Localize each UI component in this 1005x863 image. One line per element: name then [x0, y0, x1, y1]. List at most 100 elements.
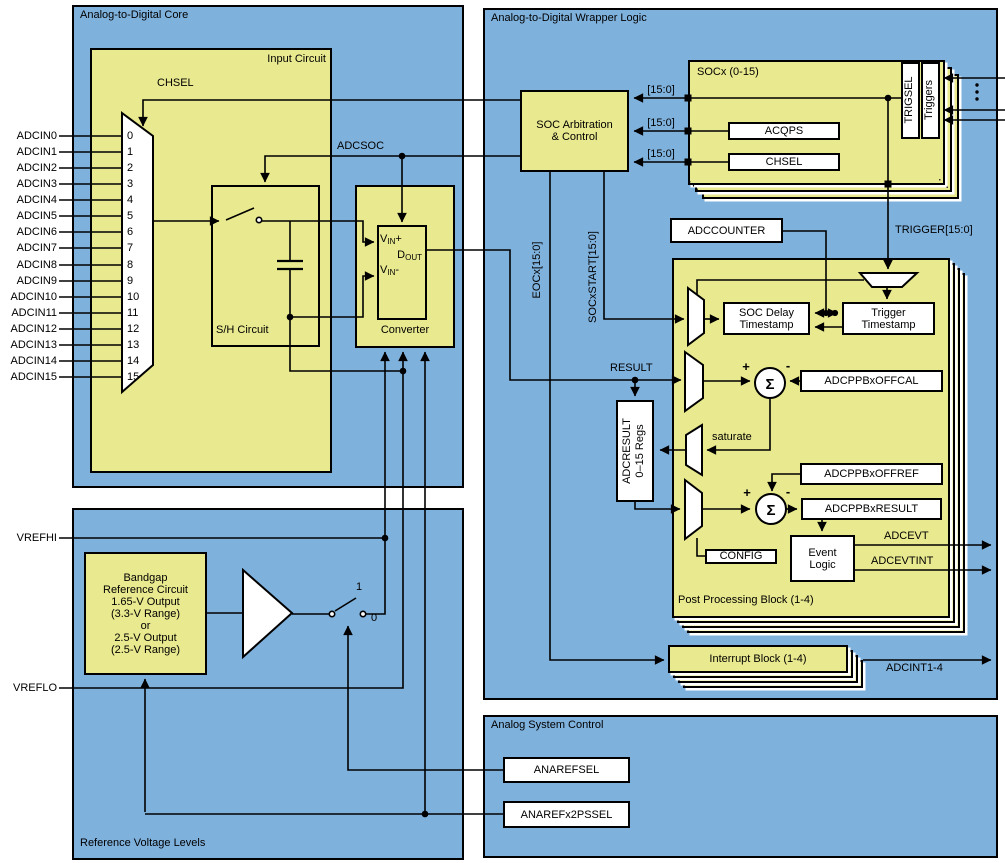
triggers-register: [921, 62, 940, 139]
bus-width-label-3: [15:0]: [647, 148, 675, 160]
sh-circuit-label: S/H Circuit: [216, 324, 269, 336]
triggers-label: Triggers: [923, 80, 935, 120]
adcevtint-label: ADCEVTINT: [871, 555, 934, 567]
anarefx2pssel-register: [503, 801, 630, 828]
mux-ch-10: 10: [127, 291, 140, 303]
vin-minus-sub: IN: [387, 268, 396, 277]
soc-delay-timestamp-label: SOC Delay Timestamp: [723, 302, 810, 335]
analog-system-control-section: [483, 715, 998, 858]
mux-ch-1: 1: [127, 146, 134, 158]
vin-plus-label: VIN+: [380, 233, 402, 248]
acqps-text: ACQPS: [764, 125, 804, 137]
mux-ch-15: 15: [127, 371, 140, 383]
anarefsel-text: ANAREFSEL: [533, 764, 600, 776]
config-text: CONFIG: [719, 550, 763, 562]
eocx-bus-label: EOCx[15:0]: [531, 241, 543, 299]
pin-adcin6: ADCIN6: [16, 226, 57, 238]
trigger-ts-line-1: Trigger: [871, 306, 906, 319]
soc-delay-line-1: SOC Delay: [738, 306, 795, 319]
offref-text: ADCPPBxOFFREF: [824, 468, 919, 480]
asc-title: Analog System Control: [491, 719, 604, 731]
anarefsel-label: ANAREFSEL: [503, 757, 630, 783]
offcal-label: ADCPPBxOFFCAL: [800, 370, 943, 392]
mux-ch-8: 8: [127, 259, 134, 271]
mux-ch-4: 4: [127, 194, 134, 206]
config-label: CONFIG: [705, 549, 777, 564]
mux-ch-7: 7: [127, 242, 134, 254]
input-circuit-title: Input Circuit: [267, 53, 326, 65]
adcresult-line-2: 0–15 Regs: [634, 424, 646, 478]
offref-label: ADCPPBxOFFREF: [800, 463, 943, 485]
dout-sub: OUT: [405, 253, 422, 262]
trigsel-label: TRIGSEL: [903, 76, 915, 124]
trigger-timestamp-box: [842, 302, 935, 335]
switch-pos-0: 0: [370, 612, 378, 624]
mux-ch-2: 2: [127, 162, 134, 174]
acqps-label: ACQPS: [728, 122, 840, 140]
event-logic-box: [790, 535, 855, 582]
bandgap-line-7: (2.5-V Range): [110, 643, 181, 656]
pin-adcin3: ADCIN3: [16, 178, 57, 190]
anarefx2pssel-text: ANAREFx2PSSEL: [520, 808, 613, 821]
vin-plus-sign: +: [395, 233, 402, 245]
interrupt-block-box: [668, 645, 848, 673]
config-register: [705, 549, 777, 564]
acqps-register: [728, 122, 840, 140]
offref-register: [800, 463, 943, 485]
soc-delay-line-2: Timestamp: [739, 318, 794, 331]
vreflo-label: VREFLO: [12, 682, 57, 694]
pin-adcin14: ADCIN14: [10, 355, 57, 367]
soc-arbitration-box: [520, 90, 629, 172]
mux-ch-14: 14: [127, 355, 140, 367]
pin-adcin7: ADCIN7: [16, 242, 57, 254]
adccounter-text: ADCCOUNTER: [687, 224, 766, 237]
soc-arb-line-1: SOC Arbitration: [536, 119, 613, 131]
vin-minus-base: V: [380, 264, 388, 276]
chsel-reg-label: CHSEL: [728, 153, 840, 171]
chsel-register: [728, 153, 840, 171]
mux-ch-12: 12: [127, 323, 140, 335]
bandgap-line-6: 2.5-V Output: [114, 631, 177, 644]
anarefsel-register: [503, 757, 630, 783]
pin-adcin2: ADCIN2: [16, 162, 57, 174]
adcint-label: ADCINT1-4: [886, 662, 943, 674]
pin-adcin4: ADCIN4: [16, 194, 57, 206]
adcresult-line-1: ADCRESULT: [621, 418, 633, 484]
adcevt-label: ADCEVT: [884, 530, 929, 542]
chsel-label: CHSEL: [157, 77, 194, 89]
interrupt-block-text: Interrupt Block (1-4): [709, 653, 807, 665]
adccounter-label: ADCCOUNTER: [670, 218, 783, 243]
vin-plus-base: V: [380, 233, 388, 245]
sh-circuit-box: [211, 185, 320, 347]
ppb-title: Post Processing Block (1-4): [678, 594, 814, 606]
event-logic-line-1: Event: [808, 546, 837, 559]
mux-ch-11: 11: [127, 307, 139, 319]
converter-label: Converter: [380, 324, 430, 336]
reference-title: Reference Voltage Levels: [80, 837, 206, 849]
mux-ch-5: 5: [127, 210, 134, 222]
mux-ch-3: 3: [127, 178, 134, 190]
socx-stack-mark-right: ⋱: [938, 178, 949, 190]
wrapper-title: Analog-to-Digital Wrapper Logic: [491, 12, 647, 24]
soc-arb-line-2: & Control: [551, 131, 598, 143]
adcsoc-label: ADCSOC: [337, 140, 385, 152]
socxstart-bus-label: SOCxSTART[15:0]: [587, 231, 599, 323]
pin-adcin9: ADCIN9: [16, 275, 57, 287]
pin-adcin12: ADCIN12: [10, 323, 57, 335]
dout-base: D: [397, 249, 406, 261]
vin-minus-label: VIN-: [380, 264, 399, 279]
saturate-label: saturate: [712, 431, 752, 443]
pin-adcin1: ADCIN1: [16, 146, 57, 158]
converter-inner-box: [377, 225, 427, 320]
interrupt-block-label: Interrupt Block (1-4): [668, 645, 848, 673]
offcal-register: [800, 370, 943, 392]
mux-ch-13: 13: [127, 339, 140, 351]
adccounter-register: [670, 218, 783, 243]
trigger-ts-line-2: Timestamp: [861, 318, 916, 331]
ppbresult-label: ADCPPBxRESULT: [801, 498, 942, 520]
mux-ch-0: 0: [127, 130, 134, 142]
pin-adcin15: ADCIN15: [10, 371, 57, 383]
mux-ch-6: 6: [127, 226, 134, 238]
pin-adcin5: ADCIN5: [16, 210, 57, 222]
